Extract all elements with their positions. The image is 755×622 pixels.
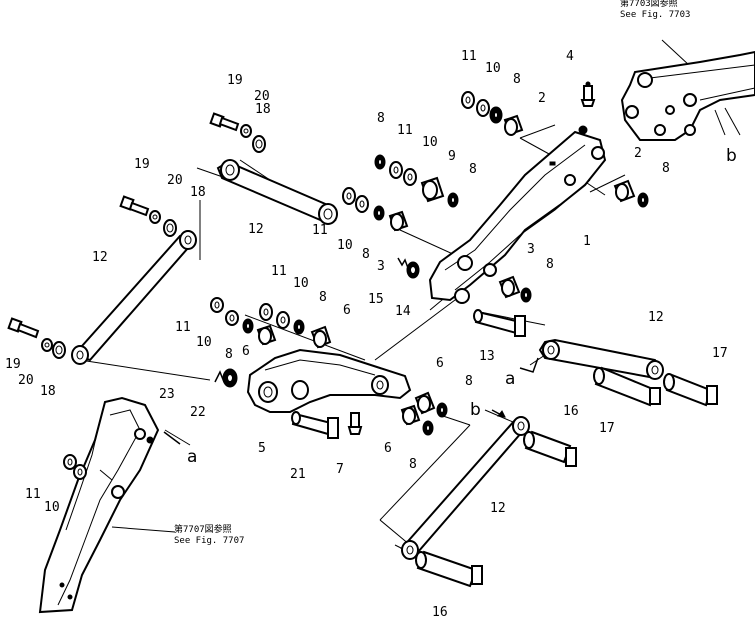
bolt-group-left <box>7 317 66 359</box>
callout-10: 10 <box>485 61 501 76</box>
lower-arm-ref <box>38 396 160 614</box>
callout-3: 3 <box>527 242 535 257</box>
callout-10: 10 <box>44 500 60 515</box>
callout-12: 12 <box>92 250 108 265</box>
callout-11: 11 <box>271 264 287 279</box>
callout-12: 12 <box>490 501 506 516</box>
callout-14: 14 <box>395 304 411 319</box>
callout-6: 6 <box>242 344 250 359</box>
ref-top-jp: 第7703図参照 <box>620 0 678 9</box>
callout-18: 18 <box>190 185 206 200</box>
callout-18: 18 <box>40 384 56 399</box>
callout-3: 3 <box>377 259 385 274</box>
callout-19: 19 <box>134 157 150 172</box>
callout-20: 20 <box>254 89 270 104</box>
callout-8: 8 <box>319 290 327 305</box>
connector-b: b <box>726 146 737 166</box>
callout-16: 16 <box>563 404 579 419</box>
callout-6: 6 <box>384 441 392 456</box>
callout-16: 16 <box>432 605 448 620</box>
callout-22: 22 <box>190 405 206 420</box>
link-12-left <box>71 230 197 365</box>
connector-arrows <box>163 357 539 445</box>
callout-6: 6 <box>436 356 444 371</box>
callout-10: 10 <box>196 335 212 350</box>
callout-8: 8 <box>546 257 554 272</box>
leader-lines <box>79 39 691 561</box>
callout-4: 4 <box>566 49 574 64</box>
callout-11: 11 <box>312 223 328 238</box>
callout-15: 15 <box>368 292 384 307</box>
callout-20: 20 <box>18 373 34 388</box>
callout-7: 7 <box>336 462 344 477</box>
pin-21 <box>291 411 339 439</box>
callout-11: 11 <box>461 49 477 64</box>
callout-23: 23 <box>159 387 175 402</box>
pin-16-top <box>523 430 577 467</box>
callout-11: 11 <box>397 123 413 138</box>
bolt-group-top <box>209 112 266 153</box>
callout-8: 8 <box>469 162 477 177</box>
link-12-top <box>216 159 338 225</box>
callout-8: 8 <box>409 457 417 472</box>
callout-2: 2 <box>538 91 546 106</box>
callout-6: 6 <box>343 303 351 318</box>
callout-21: 21 <box>290 467 306 482</box>
small-parts <box>210 91 649 436</box>
callout-20: 20 <box>167 173 183 188</box>
callout-17: 17 <box>712 346 728 361</box>
connector-b: b <box>470 400 481 420</box>
boom-arm <box>428 125 607 304</box>
upper-arm-ref <box>620 50 755 141</box>
ref-bottom-en: See Fig. 7707 <box>174 536 244 546</box>
connector-labels: a a b b <box>187 146 737 467</box>
callout-11: 11 <box>175 320 191 335</box>
callout-8: 8 <box>662 161 670 176</box>
callout-9: 9 <box>448 149 456 164</box>
bracket-5 <box>246 348 412 413</box>
callout-10: 10 <box>337 238 353 253</box>
callout-12: 12 <box>648 310 664 325</box>
pin-17-b <box>663 373 718 407</box>
callout-10: 10 <box>293 276 309 291</box>
callout-8: 8 <box>465 374 473 389</box>
callout-8: 8 <box>225 347 233 362</box>
callout-8: 8 <box>362 247 370 262</box>
callout-2: 2 <box>634 146 642 161</box>
callout-8: 8 <box>513 72 521 87</box>
bolt-group-mid <box>119 195 177 237</box>
callout-1: 1 <box>583 234 591 249</box>
pin-16-bottom <box>415 550 483 588</box>
callout-8: 8 <box>377 111 385 126</box>
callout-12: 12 <box>248 222 264 237</box>
link-12-right <box>538 338 664 380</box>
callout-18: 18 <box>255 102 271 117</box>
callout-11: 11 <box>25 487 41 502</box>
pin-13 <box>473 309 526 337</box>
connector-a: a <box>187 447 197 467</box>
callout-19: 19 <box>227 73 243 88</box>
ref-bottom-jp: 第7707図参照 <box>174 523 232 535</box>
callout-19: 19 <box>5 357 21 372</box>
callout-5: 5 <box>258 441 266 456</box>
connector-a: a <box>505 369 515 389</box>
grease-fitting-4 <box>580 81 596 107</box>
callout-10: 10 <box>422 135 438 150</box>
callout-13: 13 <box>479 349 495 364</box>
callout-17: 17 <box>599 421 615 436</box>
link-12-bottom <box>400 416 530 560</box>
callout-labels: 1 2 2 3 3 4 5 6 6 6 6 7 8 8 8 8 8 8 8 8 … <box>5 49 728 620</box>
ref-top-en: See Fig. 7703 <box>620 10 690 20</box>
pin-17-a <box>593 366 661 407</box>
